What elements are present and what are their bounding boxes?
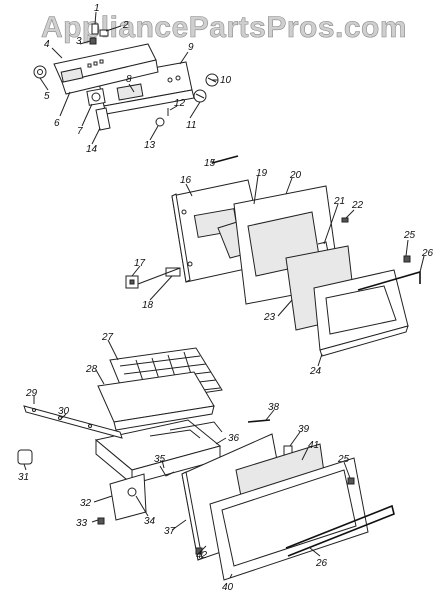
callout-labels: 1 2 3 4 5 6 7 8 9 10 11 12 13 14 15 16 1… <box>18 3 434 593</box>
watermark-logo: AppliancePartsPros.com <box>40 11 408 45</box>
callout-12: 12 <box>174 98 186 109</box>
part-clip-25 <box>403 255 411 263</box>
part-trim-14 <box>95 107 111 131</box>
callout-25-upper: 25 <box>403 230 416 241</box>
callout-36: 36 <box>228 433 240 444</box>
part-clock-2 <box>99 29 109 37</box>
callout-7: 7 <box>77 126 83 137</box>
callout-26-upper: 26 <box>421 248 434 259</box>
callout-37: 37 <box>164 526 176 537</box>
callout-39: 39 <box>298 424 310 435</box>
callout-16: 16 <box>180 175 192 186</box>
part-knob-5 <box>33 65 47 79</box>
callout-35: 35 <box>154 454 166 465</box>
callout-3: 3 <box>76 36 82 47</box>
part-drawer-panel-side <box>181 471 203 561</box>
callout-34: 34 <box>144 516 156 527</box>
callout-21: 21 <box>333 196 345 207</box>
part-seal-21 <box>317 241 329 253</box>
part-outer-door-edge <box>319 325 409 357</box>
callout-11: 11 <box>186 120 196 131</box>
callout-26-lower: 26 <box>315 558 328 569</box>
callout-17: 17 <box>134 258 146 269</box>
callout-1: 1 <box>94 3 100 14</box>
callout-22: 22 <box>351 200 364 211</box>
part-clock-1 <box>91 23 99 35</box>
callout-41: 41 <box>308 440 319 451</box>
part-hinge-18 <box>165 267 181 277</box>
part-spring-35 <box>159 465 175 477</box>
part-clock-3 <box>89 37 97 45</box>
callout-4: 4 <box>44 39 50 50</box>
part-knob-13 <box>155 117 165 127</box>
part-outer-drawer-window <box>221 469 357 567</box>
part-screw-33 <box>97 517 105 525</box>
callout-8: 8 <box>126 74 132 85</box>
callout-40: 40 <box>222 582 234 593</box>
part-switch-7 <box>86 88 106 106</box>
part-control-housing-front <box>61 59 159 95</box>
callout-42: 42 <box>196 550 208 561</box>
callout-23: 23 <box>263 312 276 323</box>
callout-14: 14 <box>86 144 98 155</box>
callout-5: 5 <box>44 91 50 102</box>
callout-33: 33 <box>76 518 88 529</box>
part-broiler-pan-edge <box>113 405 215 431</box>
callout-38: 38 <box>268 402 280 413</box>
part-outer-door-window <box>325 285 397 335</box>
part-bracket-32 <box>109 473 147 521</box>
callout-27: 27 <box>101 332 114 343</box>
callout-10: 10 <box>220 75 232 86</box>
callout-31: 31 <box>18 472 29 483</box>
callout-25-lower: 25 <box>337 454 350 465</box>
broiler-drawer-assembly <box>17 339 395 581</box>
part-panel-window <box>116 83 144 101</box>
part-rod-15 <box>211 155 239 164</box>
callout-18: 18 <box>142 300 154 311</box>
callout-20: 20 <box>289 170 302 181</box>
callout-29: 29 <box>25 388 38 399</box>
callout-30: 30 <box>58 406 70 417</box>
part-clip-25b <box>347 477 355 485</box>
part-rod-38 <box>247 419 271 423</box>
callout-2: 2 <box>122 20 129 31</box>
callout-19: 19 <box>256 168 268 179</box>
part-clip-22 <box>341 217 349 223</box>
callout-9: 9 <box>188 42 194 53</box>
callout-15: 15 <box>204 158 216 169</box>
control-panel-assembly <box>33 11 219 145</box>
oven-door-assembly <box>125 155 425 367</box>
part-knob-31 <box>17 449 33 465</box>
part-inner-door-side <box>171 193 191 283</box>
part-display-window <box>60 67 84 83</box>
part-handle-26b <box>285 504 395 557</box>
callout-32: 32 <box>80 498 92 509</box>
callout-6: 6 <box>54 118 60 129</box>
callout-13: 13 <box>144 140 156 151</box>
callout-28: 28 <box>85 364 98 375</box>
part-roller-34 <box>127 487 137 497</box>
part-drawer-rail-30 <box>23 405 123 439</box>
callout-24: 24 <box>309 366 322 377</box>
